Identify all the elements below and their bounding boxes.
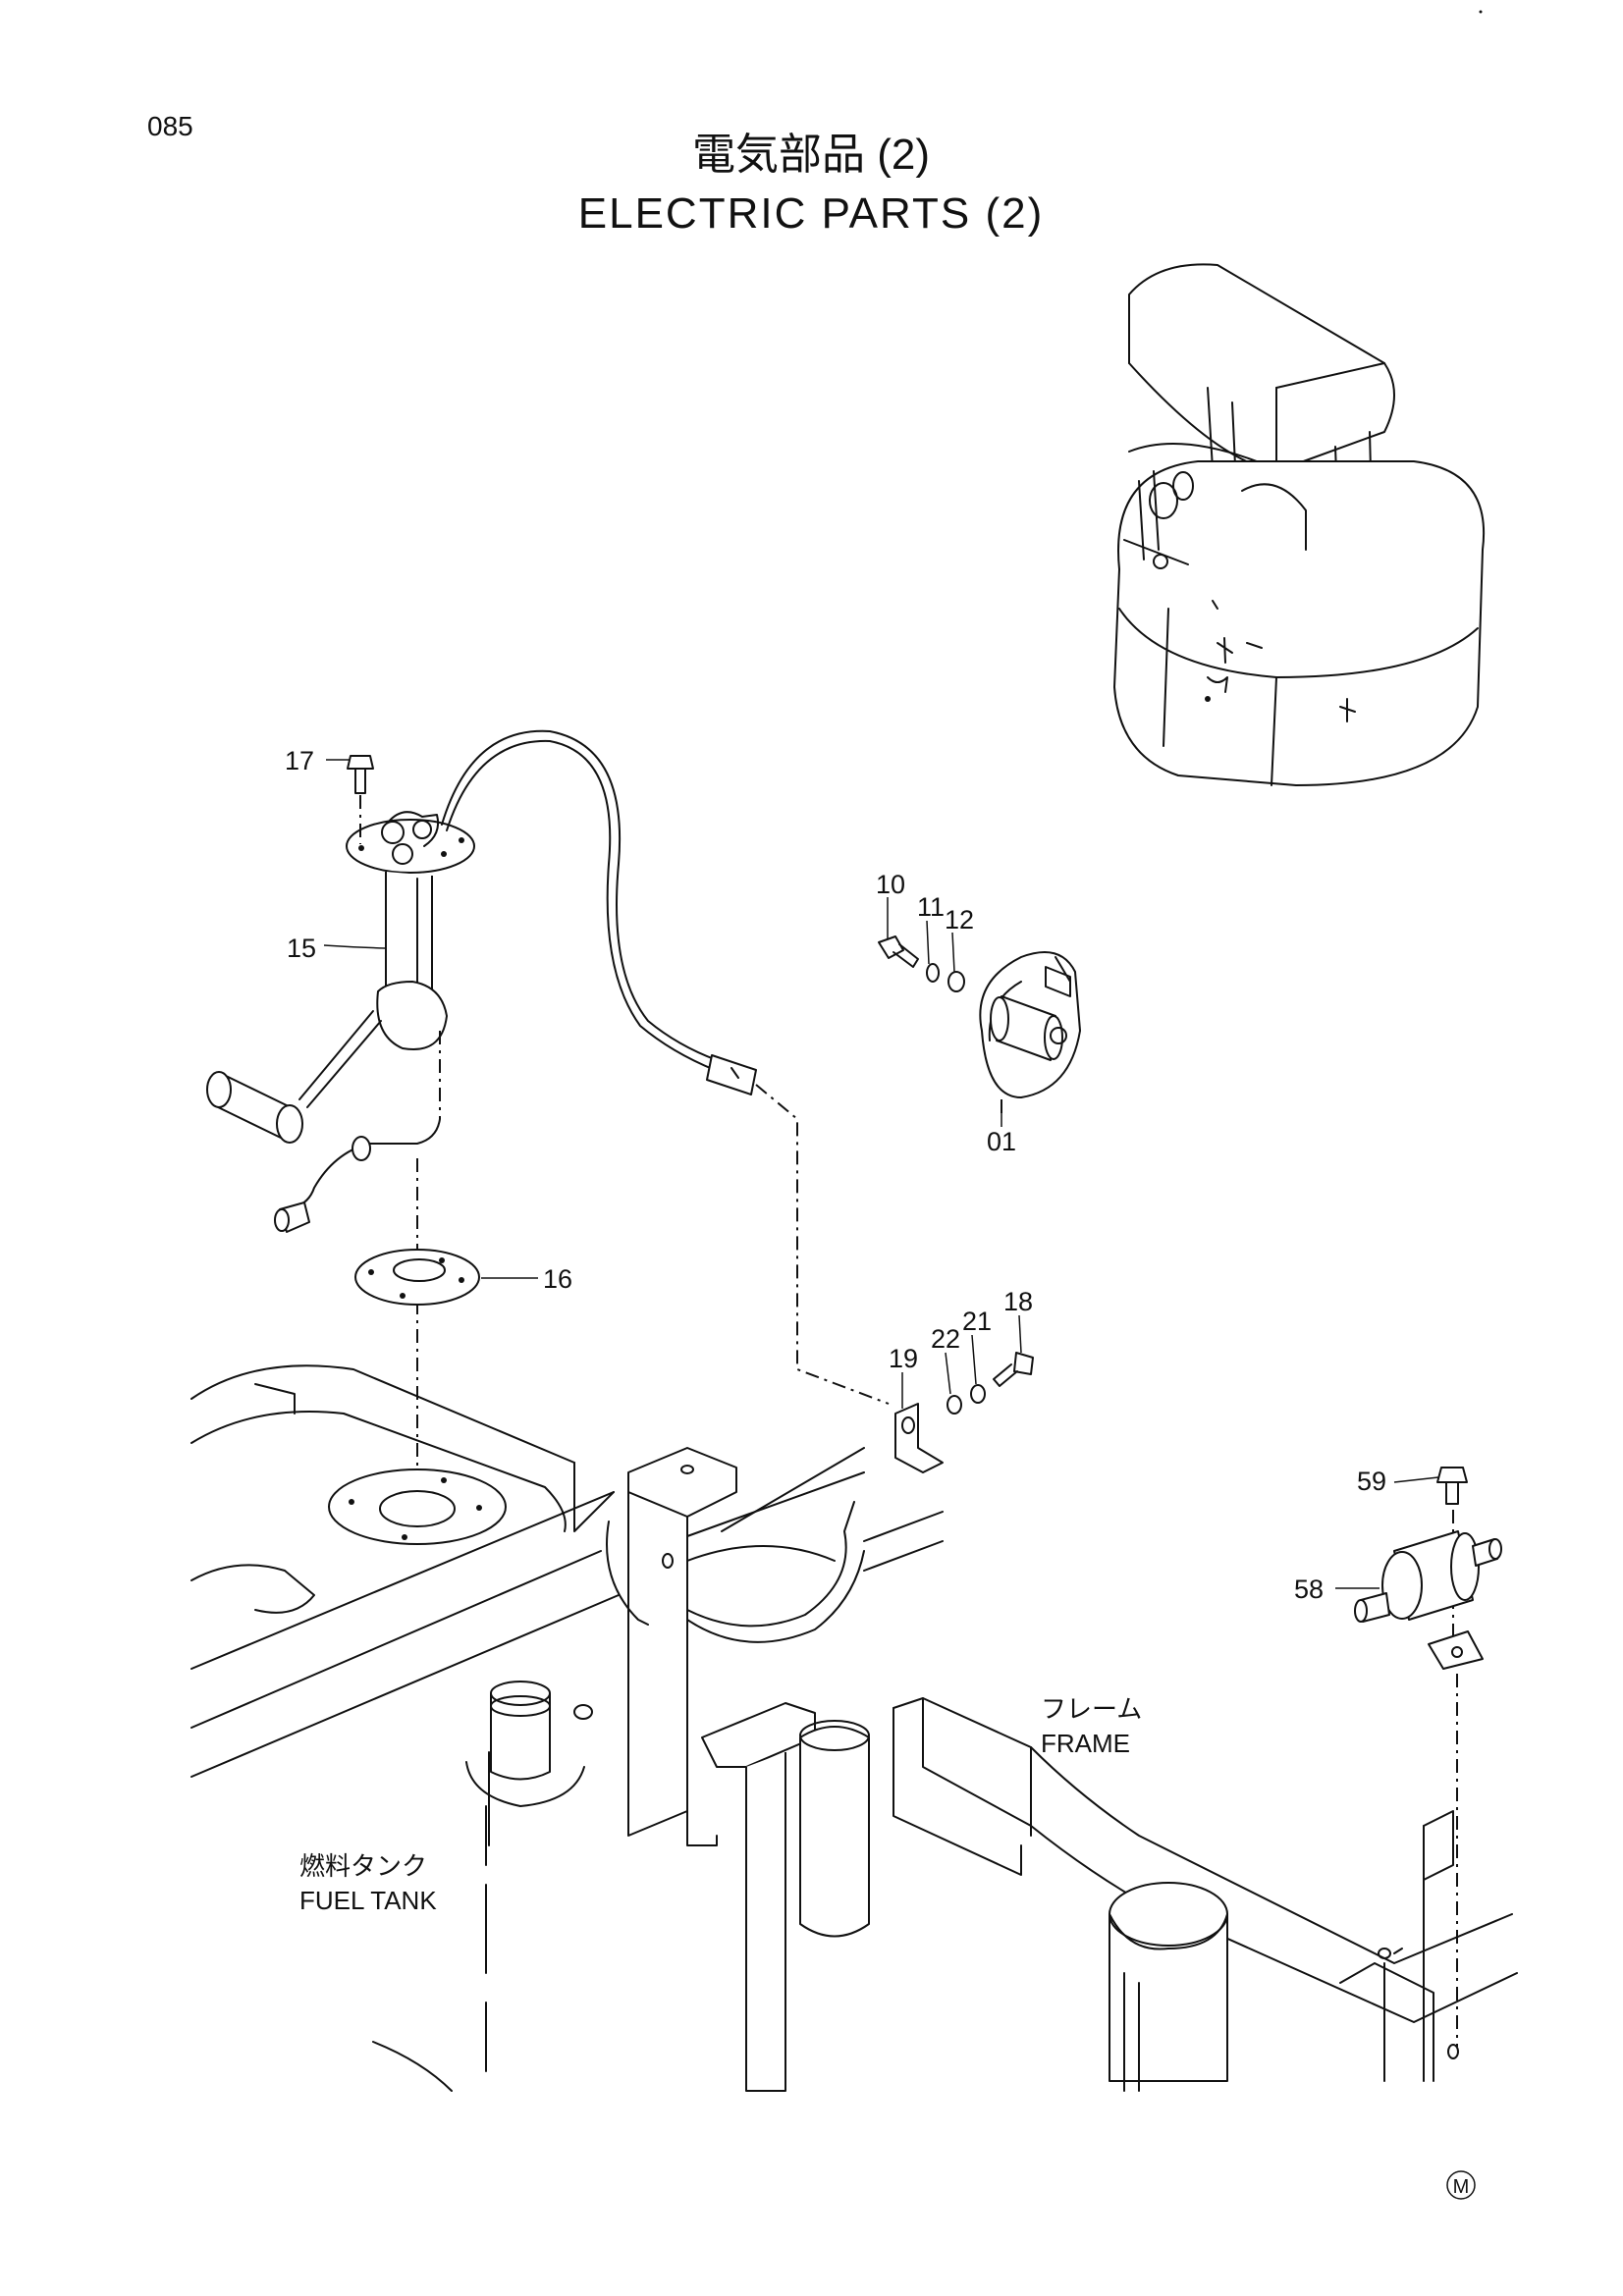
fuel-tank-label-japanese: 燃料タンク	[299, 1851, 427, 1881]
callout-12: 12	[945, 905, 974, 934]
callout-58: 58	[1294, 1575, 1324, 1604]
frame-label-english: FRAME	[1041, 1729, 1130, 1758]
model-mark-letter: M	[1453, 2176, 1470, 2198]
washer-21	[970, 1384, 986, 1404]
gasket-16	[354, 1249, 480, 1306]
fuel-sender-unit	[206, 729, 890, 1405]
callout-11: 11	[917, 892, 945, 922]
bracket-19	[894, 1403, 944, 1473]
machine-overview-illustration	[1113, 263, 1486, 786]
washer-11	[926, 963, 940, 983]
callout-19: 19	[889, 1344, 918, 1373]
bolt-18	[993, 1352, 1034, 1387]
callout-01: 01	[987, 1127, 1016, 1156]
model-mark: M	[1446, 2170, 1476, 2200]
page-number: 085	[147, 111, 193, 141]
leader-lines	[323, 759, 1439, 1589]
callout-21: 21	[962, 1307, 992, 1336]
callout-17: 17	[285, 746, 314, 775]
callout-59: 59	[1357, 1467, 1386, 1496]
callout-16: 16	[543, 1264, 572, 1294]
frame-illustration	[606, 1447, 1518, 2092]
callout-18: 18	[1003, 1287, 1033, 1316]
callout-10: 10	[876, 870, 905, 899]
fuel-filter-58	[1354, 1530, 1502, 1670]
title-japanese: 電気部品 (2)	[692, 131, 930, 179]
bolt-59	[1436, 1467, 1468, 1505]
title-english: ELECTRIC PARTS (2)	[578, 189, 1044, 238]
callout-15: 15	[287, 934, 316, 963]
frame-label-japanese: フレーム	[1041, 1694, 1142, 1724]
bolt-10	[878, 935, 919, 968]
fuel-pump-assembly	[979, 951, 1081, 1098]
washer-12	[947, 971, 965, 992]
callout-22: 22	[931, 1324, 960, 1354]
washer-22	[947, 1395, 962, 1415]
bolt-17	[347, 755, 374, 794]
fuel-tank-illustration	[190, 1364, 620, 2092]
fuel-tank-label-english: FUEL TANK	[299, 1886, 437, 1915]
